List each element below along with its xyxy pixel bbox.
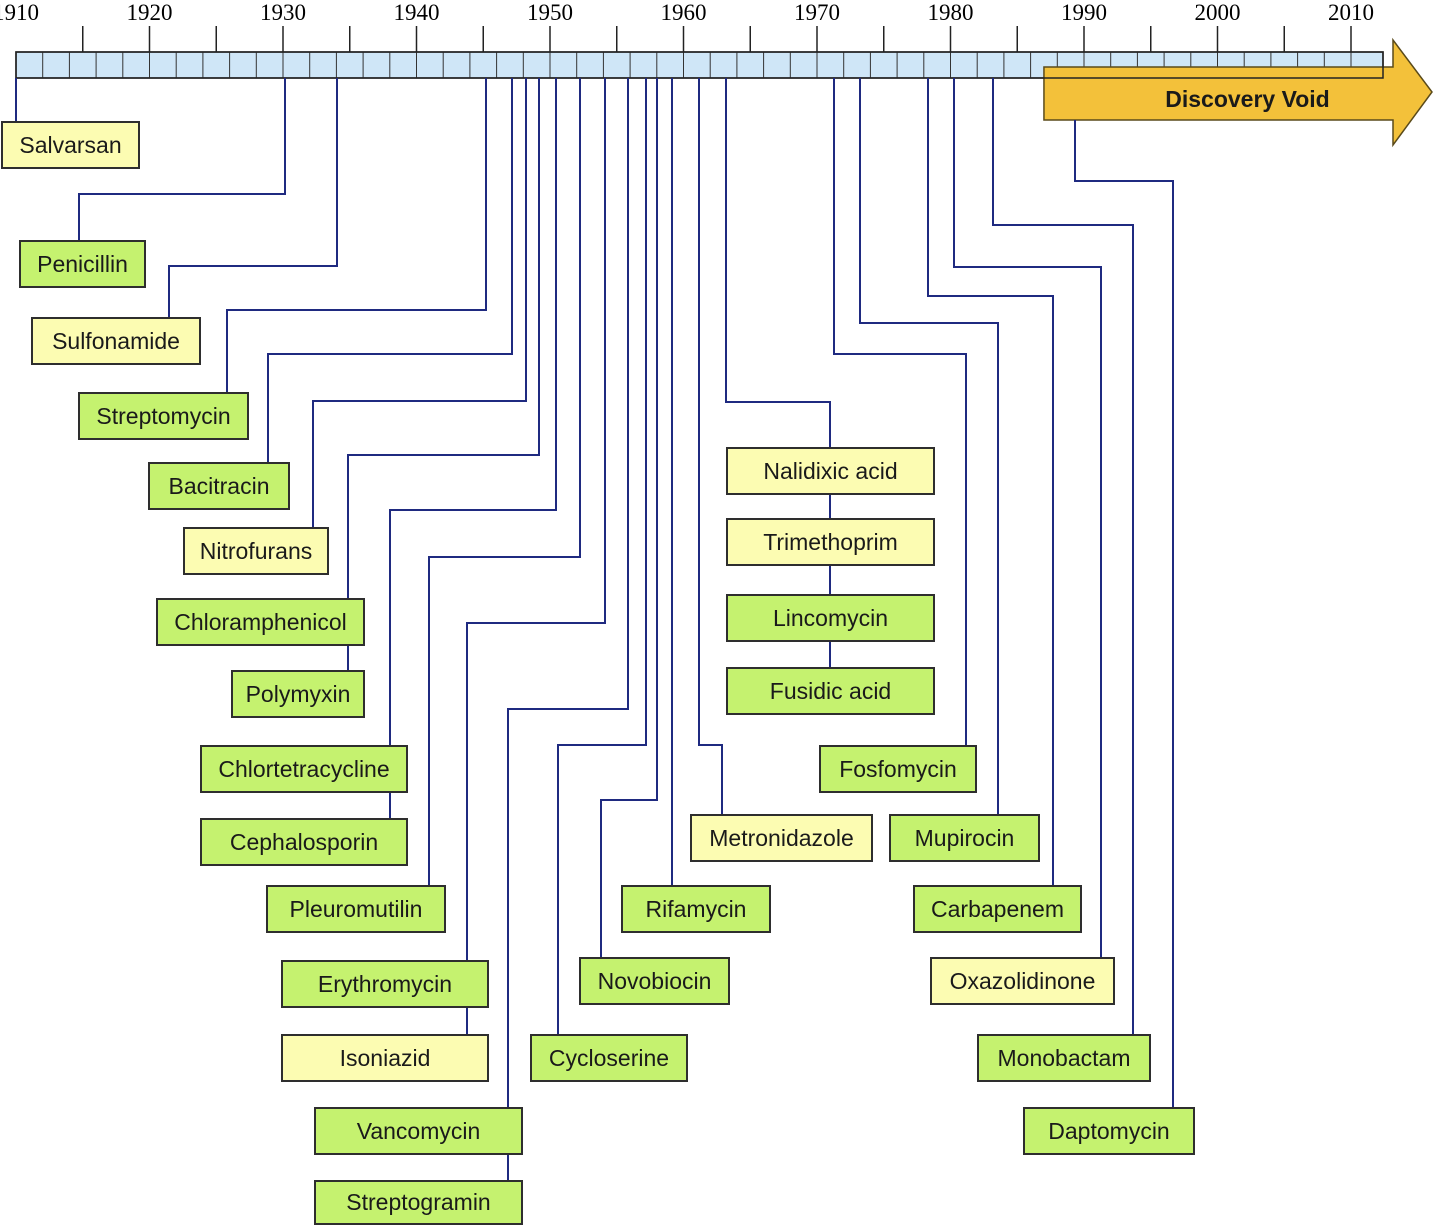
antibiotic-box-penicillin: Penicillin	[19, 240, 146, 288]
antibiotic-box-metronidazole: Metronidazole	[690, 814, 873, 862]
antibiotic-box-chloramphenicol: Chloramphenicol	[156, 598, 365, 646]
connector-27	[992, 78, 1134, 1034]
year-label-1990: 1990	[1061, 0, 1107, 25]
year-label-1930: 1930	[260, 0, 306, 25]
year-label-2010: 2010	[1328, 0, 1374, 25]
connector-25	[927, 78, 1054, 885]
antibiotic-box-cephalosporin: Cephalosporin	[200, 818, 408, 866]
connector-8	[389, 78, 557, 745]
year-label-1970: 1970	[794, 0, 840, 25]
year-label-1910: 1910	[0, 0, 39, 25]
year-label-1940: 1940	[393, 0, 440, 25]
connector-1	[78, 78, 286, 240]
antibiotic-box-sulfonamide: Sulfonamide	[31, 317, 201, 365]
antibiotic-box-oxazolidinone: Oxazolidinone	[930, 957, 1115, 1005]
antibiotic-box-fosfomycin: Fosfomycin	[819, 745, 977, 793]
connector-18	[698, 78, 723, 814]
connector-5	[312, 78, 527, 527]
antibiotic-box-polymyxin: Polymyxin	[231, 670, 365, 718]
year-label-1920: 1920	[126, 0, 173, 25]
connector-26	[953, 78, 1102, 957]
connector-3	[226, 78, 487, 392]
antibiotic-box-fusidic-acid: Fusidic acid	[726, 667, 935, 715]
connector-28	[1074, 120, 1174, 1107]
connector-23	[833, 78, 967, 745]
year-label-2000: 2000	[1194, 0, 1241, 25]
discovery-void-label: Discovery Void	[1165, 85, 1330, 112]
antibiotic-box-streptogramin: Streptogramin	[314, 1180, 523, 1225]
discovery-void-arrow	[1043, 37, 1433, 148]
antibiotic-box-salvarsan: Salvarsan	[1, 121, 140, 169]
antibiotic-box-nitrofurans: Nitrofurans	[183, 527, 329, 575]
connector-10	[428, 78, 581, 885]
connector-16	[600, 78, 658, 957]
connector-15	[557, 78, 647, 1034]
antibiotic-box-chlortetracycline: Chlortetracycline	[200, 745, 408, 793]
antibiotic-box-vancomycin: Vancomycin	[314, 1107, 523, 1155]
antibiotic-box-cycloserine: Cycloserine	[530, 1034, 688, 1082]
antibiotic-box-monobactam: Monobactam	[977, 1034, 1151, 1082]
antibiotic-box-pleuromutilin: Pleuromutilin	[266, 885, 446, 933]
connector-24	[859, 78, 999, 814]
antibiotic-box-isoniazid: Isoniazid	[281, 1034, 489, 1082]
antibiotic-box-lincomycin: Lincomycin	[726, 594, 935, 642]
year-label-1950: 1950	[527, 0, 573, 25]
antibiotic-box-novobiocin: Novobiocin	[579, 957, 730, 1005]
connector-6	[347, 78, 540, 598]
antibiotic-box-mupirocin: Mupirocin	[889, 814, 1040, 862]
antibiotic-box-nalidixic-acid: Nalidixic acid	[726, 447, 935, 495]
antibiotic-box-carbapenem: Carbapenem	[913, 885, 1082, 933]
connector-2	[168, 78, 338, 317]
antibiotic-box-daptomycin: Daptomycin	[1023, 1107, 1195, 1155]
year-label-1960: 1960	[660, 0, 707, 25]
antibiotic-box-rifamycin: Rifamycin	[621, 885, 771, 933]
year-label-1980: 1980	[927, 0, 974, 25]
antibiotic-box-streptomycin: Streptomycin	[78, 392, 249, 440]
connector-4	[267, 78, 513, 462]
antibiotic-box-bacitracin: Bacitracin	[148, 462, 290, 510]
connector-11	[466, 78, 606, 960]
antibiotic-box-erythromycin: Erythromycin	[281, 960, 489, 1008]
connector-19	[725, 78, 831, 447]
antibiotic-box-trimethoprim: Trimethoprim	[726, 518, 935, 566]
connector-13	[507, 78, 629, 1107]
